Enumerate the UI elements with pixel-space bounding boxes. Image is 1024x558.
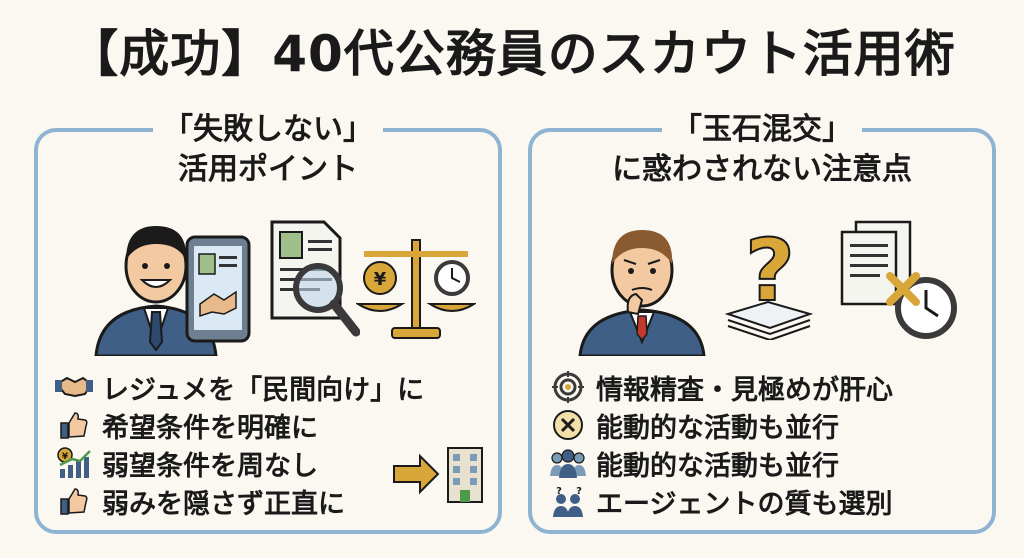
page-title: 【成功】40代公務員のスカウト活用術	[68, 25, 956, 83]
resume-magnifier-icon	[270, 220, 360, 337]
right-points-list: 情報精査・見極めが肝心 能動的な活動も並行 能動的な活動も並行 ?? エージェン…	[548, 368, 978, 520]
list-item-text: レジュメを「民間向け」に	[102, 374, 425, 406]
left-heading-line2: 活用ポイント	[168, 150, 368, 190]
right-heading-line1: 「玉石混交」	[662, 110, 862, 150]
left-panel-heading: 「失敗しない」 活用ポイント	[38, 110, 498, 190]
tablet-icon	[185, 235, 251, 343]
list-item-text: 弱望条件を周なし	[102, 450, 318, 482]
list-item: ?? エージェントの質も選別	[548, 482, 978, 520]
left-heading-line1: 「失敗しない」	[153, 110, 383, 150]
svg-text:?: ?	[576, 486, 582, 497]
right-heading-line2: に惑わされない注意点	[602, 150, 922, 190]
handshake-icon	[54, 370, 94, 404]
svg-text:?: ?	[745, 221, 795, 321]
list-item: 情報精査・見極めが肝心	[548, 368, 978, 406]
growth-chart-icon: ¥	[54, 446, 94, 480]
question-papers-icon: ?	[724, 220, 814, 340]
left-illustration: ¥	[38, 218, 498, 358]
svg-text:?: ?	[556, 486, 562, 497]
list-item-text: エージェントの質も選別	[596, 488, 893, 520]
thumbs-up-icon	[54, 484, 94, 518]
documents-clock-icon	[840, 220, 957, 339]
list-item-text: 弱みを隠さず正直に	[102, 488, 345, 520]
right-illustration: ?	[532, 218, 992, 358]
list-item-text: 能動的な活動も並行	[596, 450, 839, 482]
list-item: レジュメを「民間向け」に	[54, 368, 484, 406]
cross-circle-icon	[548, 408, 588, 442]
list-item-text: 情報精査・見極めが肝心	[596, 374, 893, 406]
list-item-text: 能動的な活動も並行	[596, 412, 839, 444]
svg-text:¥: ¥	[374, 269, 387, 290]
balance-scale-icon: ¥	[356, 239, 476, 339]
svg-text:¥: ¥	[62, 452, 69, 462]
list-item: 能動的な活動も並行	[548, 444, 978, 482]
list-item: ¥ 弱望条件を周なし	[54, 444, 484, 482]
thumbs-up-icon	[54, 408, 94, 442]
worried-businessman-icon	[578, 230, 706, 356]
list-item: 希望条件を明確に	[54, 406, 484, 444]
people-question-icon: ??	[548, 484, 588, 518]
target-icon	[548, 370, 588, 404]
list-item-text: 希望条件を明確に	[102, 412, 318, 444]
left-panel: 「失敗しない」 活用ポイント	[34, 110, 502, 534]
right-panel: 「玉石混交」 に惑わされない注意点 ?	[528, 110, 996, 534]
left-points-list: レジュメを「民間向け」に 希望条件を明確に ¥ 弱望条件を周なし 弱みを隠さず正…	[54, 368, 484, 520]
list-item: 能動的な活動も並行	[548, 406, 978, 444]
right-panel-heading: 「玉石混交」 に惑わされない注意点	[532, 110, 992, 190]
people-icon	[548, 446, 588, 480]
arrow-to-building-icon	[393, 447, 483, 503]
list-item: 弱みを隠さず正直に	[54, 482, 484, 520]
